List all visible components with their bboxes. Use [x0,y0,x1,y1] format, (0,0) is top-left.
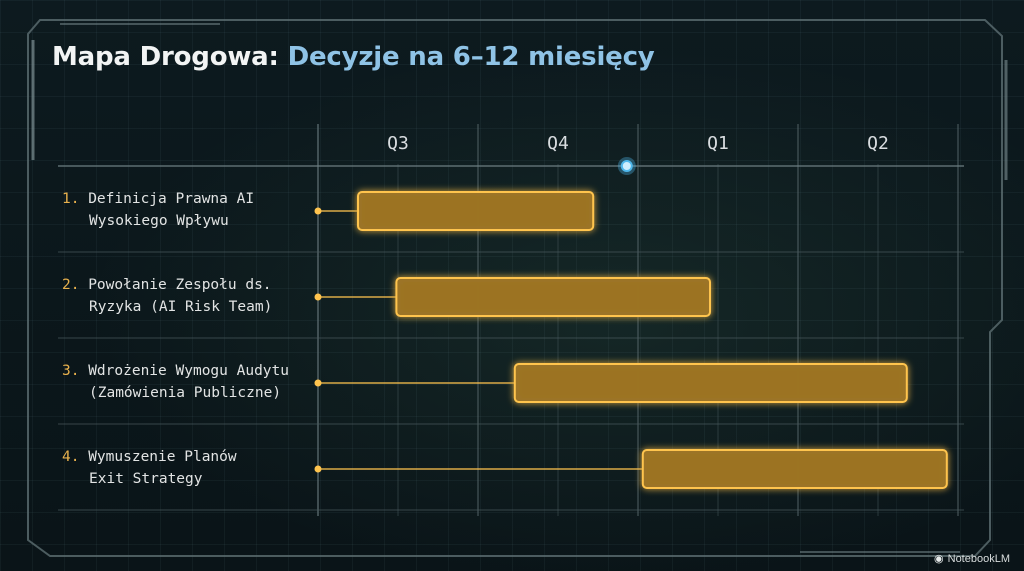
task-connector-dot-3 [314,379,322,387]
notebooklm-logo-icon: ◉ [934,553,944,565]
task-label-2: 2. Powołanie Zespołu ds.Ryzyka (AI Risk … [62,277,272,315]
notebooklm-watermark: ◉ NotebookLM [934,552,1010,566]
x-tick-label-4: Q2 [867,133,889,154]
task-bar-2 [395,277,711,317]
task-bar-4 [641,449,948,489]
page-title: Mapa Drogowa: Decyzje na 6–12 miesięcy [52,42,655,72]
today-marker-dot [620,160,633,172]
watermark-label: NotebookLM [947,552,1010,565]
task-label-3: 3. Wdrożenie Wymogu Audytu(Zamówienia Pu… [62,363,289,401]
x-tick-label-3: Q1 [707,133,729,154]
x-tick-label-2: Q4 [547,133,569,154]
title-part-2: Decyzje na 6–12 miesięcy [287,42,655,72]
task-bar-1 [357,191,595,231]
title-part-1: Mapa Drogowa: [52,42,279,72]
task-connector-dot-1 [314,207,322,215]
task-connector-dot-4 [314,465,322,473]
x-tick-label-1: Q3 [387,133,409,154]
task-connector-dot-2 [314,293,322,301]
task-bar-3 [513,363,908,403]
